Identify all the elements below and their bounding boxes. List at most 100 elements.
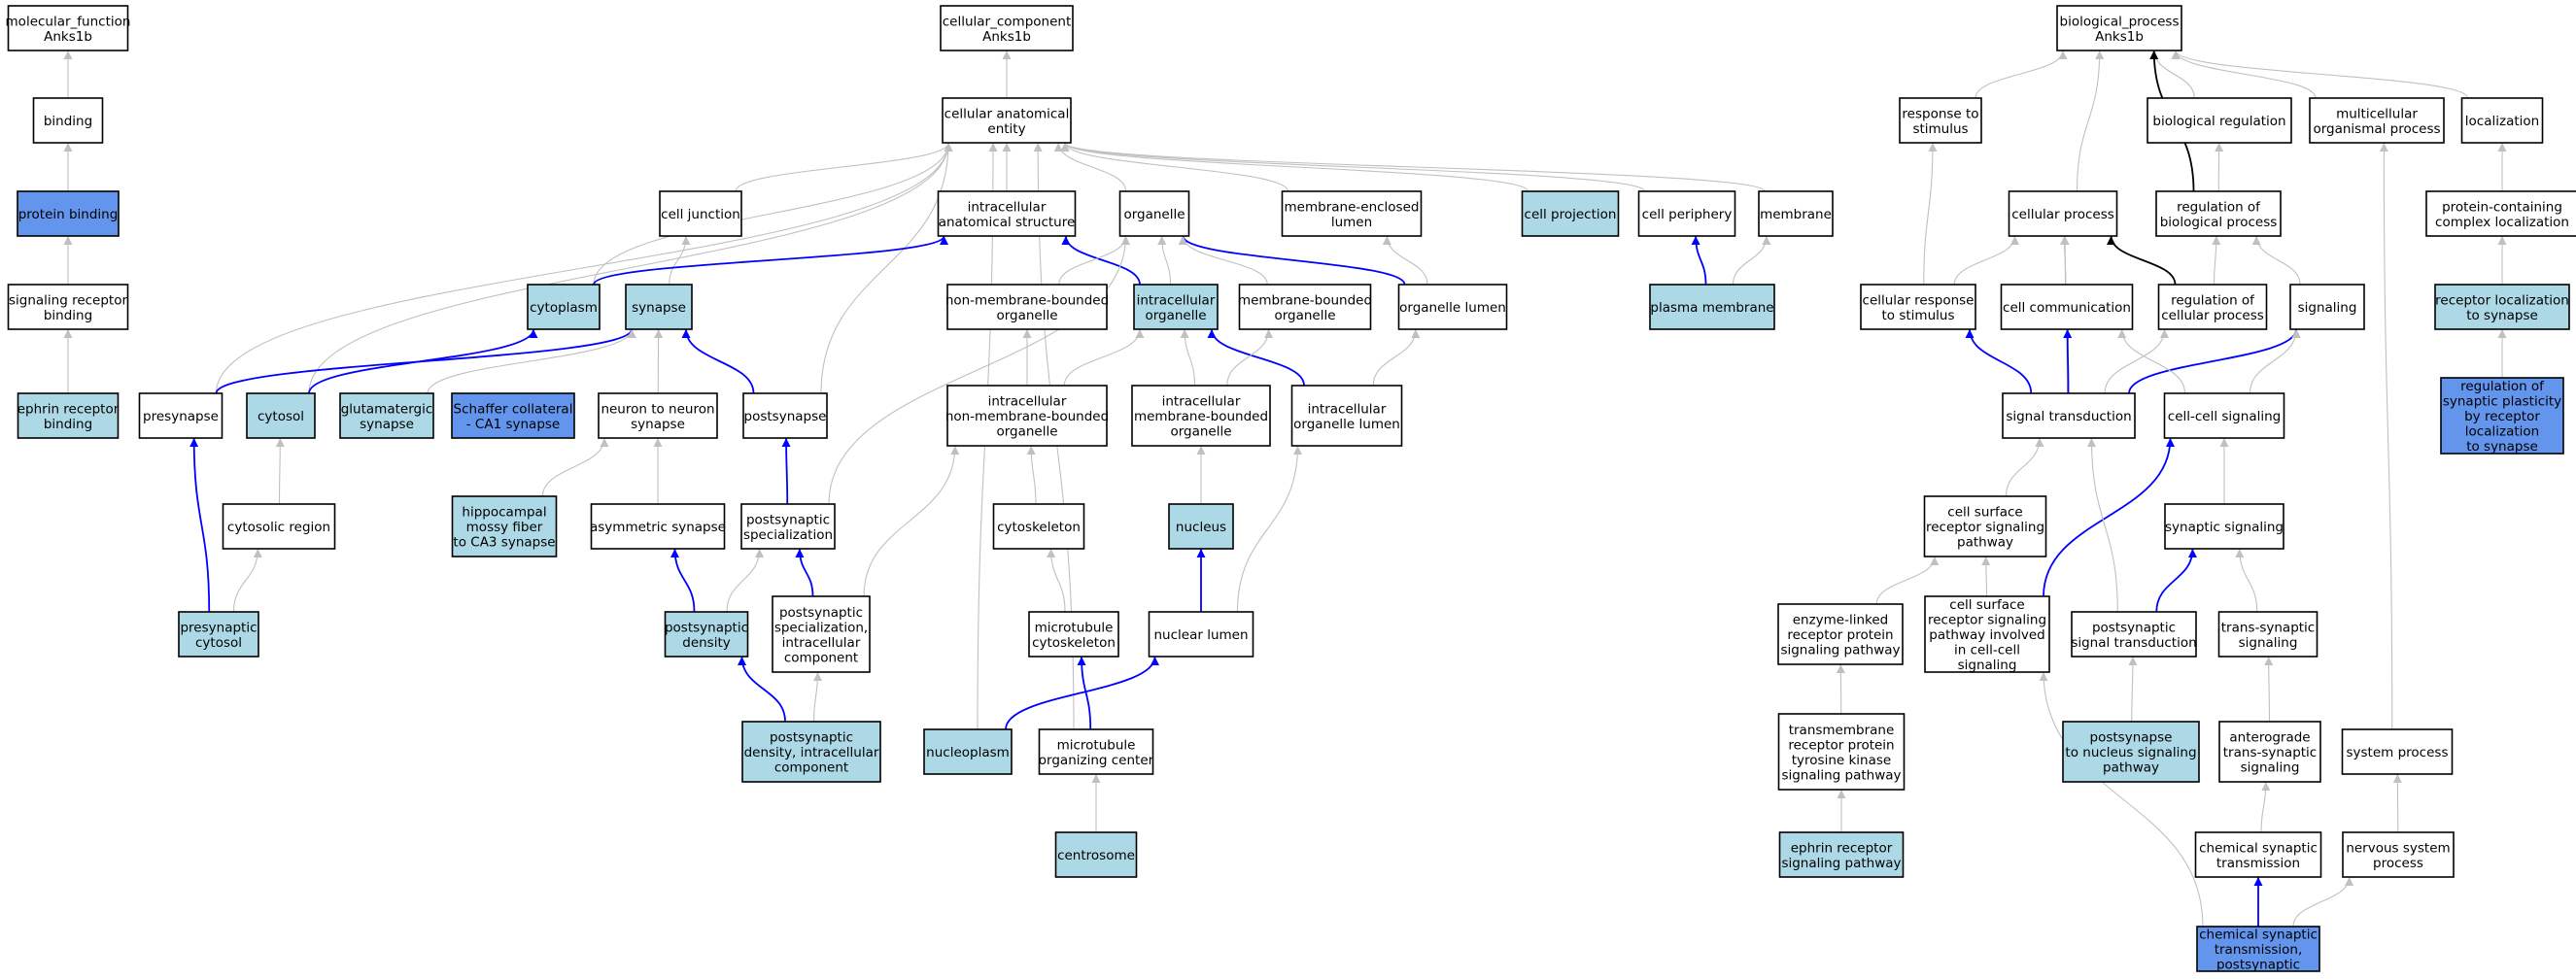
node-label-line: anterograde <box>2229 730 2310 746</box>
node-box <box>659 190 742 237</box>
edge-csrsp-to-sig_trans <box>2005 437 2044 497</box>
edge-cytoplasm-to-cae <box>593 142 953 286</box>
node-box <box>940 5 1074 51</box>
node-label-line: intracellular <box>1162 394 1241 410</box>
node-label-line: cell projection <box>1525 207 1617 222</box>
node-box <box>1131 385 1271 447</box>
node-label-line: Anks1b <box>982 29 1031 45</box>
edge-hmf-to-n2n <box>541 437 609 497</box>
node-label-line: membrane-bounded <box>1134 409 1268 424</box>
edge-presynapse-to-cae <box>215 142 953 394</box>
node-label-line: to synapse <box>2466 308 2538 323</box>
node-box <box>1168 503 1234 550</box>
node-box <box>2157 284 2268 330</box>
node-label-line: organelle lumen <box>1399 300 1506 316</box>
node-cstp: chemical synaptictransmission,postsynapt… <box>2196 926 2320 973</box>
node-label-line: hippocampal <box>462 505 546 521</box>
node-label-line: postsynaptic <box>746 512 830 527</box>
node-box <box>946 385 1108 447</box>
edge-plasma_membrane-to-cell_periphery <box>1691 235 1707 286</box>
node-label-line: non-membrane-bounded <box>945 409 1109 424</box>
edge-presyn_cytosol-to-presynapse <box>189 437 211 613</box>
node-label-line: ephrin receptor <box>1791 840 1893 856</box>
edge-sig_trans-to-crs <box>1965 328 2033 394</box>
node-label-line: synapse <box>360 417 414 432</box>
node-label-line: receptor signaling <box>1928 613 2046 628</box>
edge-membrane-to-cae <box>1060 142 1766 192</box>
node-label-line: cellular anatomical <box>945 106 1070 121</box>
edge-imbo-to-io <box>1180 328 1196 387</box>
node-label-line: organelle <box>1123 207 1185 222</box>
node-label-line: receptor protein <box>1788 737 1894 753</box>
node-label-line: - CA1 synapse <box>466 417 560 432</box>
edge-mop-to-bp <box>2171 50 2317 99</box>
node-label-line: by receptor <box>2464 409 2540 424</box>
node-box <box>1521 190 1620 237</box>
edge-psd_ic-to-pss_ic <box>812 671 822 723</box>
node-label-line: complex localization <box>2435 215 2569 230</box>
edge-tss-to-syn_sig <box>2235 548 2258 613</box>
node-label-line: cell junction <box>661 207 740 222</box>
node-label-line: intracellular <box>968 199 1047 215</box>
edge-postsynapse-to-synapse <box>681 328 755 394</box>
node-label-line: density, intracellular <box>744 745 879 760</box>
node-box <box>1637 190 1736 237</box>
node-label-line: signaling receptor <box>9 292 128 308</box>
node-box <box>1758 190 1834 237</box>
node-box <box>339 392 434 439</box>
edge-iol-to-organelle_lumen <box>1372 328 1421 387</box>
node-box <box>7 5 129 51</box>
node-label-line: receptor localization <box>2435 292 2569 308</box>
edge-pss_ic-to-ps_spec <box>795 548 814 597</box>
node-label-line: specialization <box>743 527 833 543</box>
node-organelle: organelle <box>1118 190 1190 237</box>
edge-psd-to-ps_spec <box>726 548 765 613</box>
node-protein_binding: protein binding <box>17 190 120 237</box>
node-label-line: transmission <box>2216 856 2300 871</box>
node-label-line: intracellular <box>1137 292 1216 308</box>
node-box <box>2194 831 2322 878</box>
edge-cst-to-atss <box>2260 781 2271 833</box>
node-label-line: centrosome <box>1057 848 1135 863</box>
node-box <box>451 392 575 439</box>
node-label-line: microtubule <box>1057 737 1136 753</box>
node-box <box>664 611 749 658</box>
node-label-line: system process <box>2347 745 2449 760</box>
node-box <box>32 97 104 144</box>
node-label-line: signal transduction <box>2071 635 2196 651</box>
edge-cell_projection-to-cae <box>1060 142 1529 192</box>
node-label-line: cytosolic region <box>227 520 330 535</box>
node-box <box>1118 190 1190 237</box>
node-label-line: cell surface <box>1947 505 2022 521</box>
node-label-line: signaling <box>2239 635 2298 651</box>
node-box <box>598 392 718 439</box>
edge-imbo-to-mbo <box>1226 328 1274 387</box>
node-label-line: transmission, <box>2215 942 2303 958</box>
edge-mel-to-cae <box>1060 142 1289 192</box>
node-label-line: cellular process <box>2011 207 2114 222</box>
node-label-line: protein-containing <box>2442 199 2562 215</box>
edge-signaling-to-rbp <box>2251 235 2301 286</box>
node-box <box>1148 611 1254 658</box>
node-label-line: stimulus <box>1912 121 1968 137</box>
node-label-line: pathway <box>1957 535 2013 551</box>
node-label-line: component <box>784 650 858 665</box>
node-label-line: chemical synaptic <box>2199 840 2318 856</box>
edge-io-to-organelle <box>1157 235 1172 286</box>
node-label-line: postsynapse <box>744 409 827 424</box>
edge-ps_spec-to-organelle <box>828 235 1130 505</box>
node-label-line: signaling <box>2241 760 2300 776</box>
node-box <box>1899 97 1982 144</box>
